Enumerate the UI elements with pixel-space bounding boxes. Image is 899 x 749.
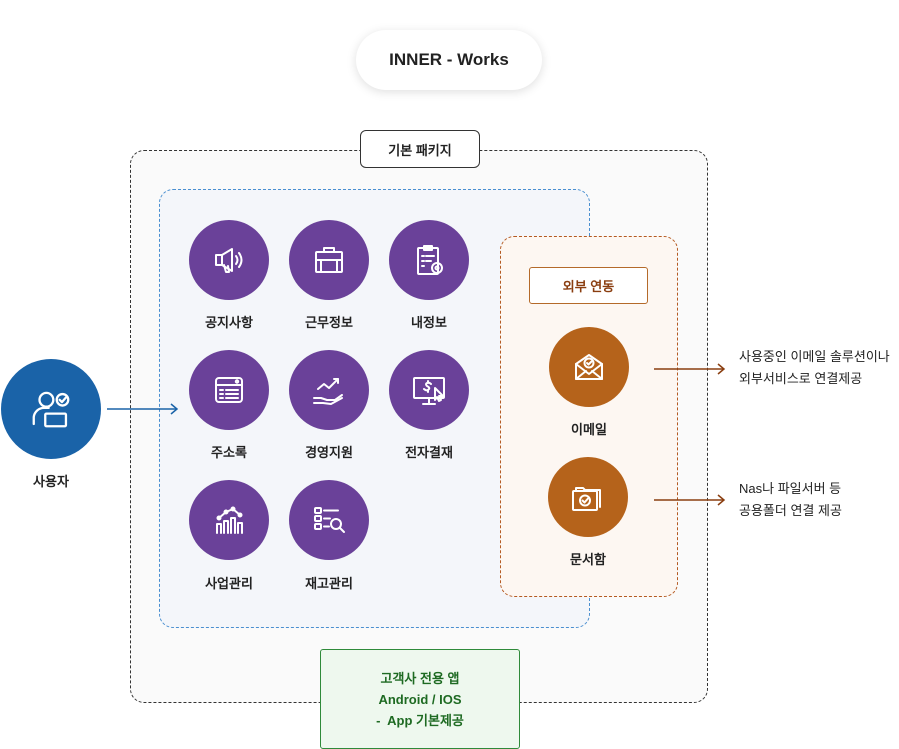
growth-hand-icon	[313, 378, 343, 405]
document-note: Nas나 파일서버 등 공용폴더 연결 제공	[739, 478, 842, 522]
user-laptop-icon	[32, 391, 70, 428]
module-label: 공지사항	[205, 315, 253, 330]
module-label: 근무정보	[305, 315, 353, 330]
module-address-book[interactable]	[189, 350, 269, 430]
module-notice[interactable]	[189, 220, 269, 300]
module-management[interactable]	[289, 350, 369, 430]
module-label: 경영지원	[305, 445, 353, 460]
payment-screen-icon	[413, 377, 445, 405]
module-work-info[interactable]	[289, 220, 369, 300]
external-document-box[interactable]	[548, 457, 628, 537]
document-connection-arrow	[654, 494, 726, 506]
external-label: 문서함	[570, 552, 606, 567]
external-integration-label: 외부 연동	[529, 267, 648, 304]
clipboard-gear-icon	[417, 245, 443, 275]
note-line: 외부서비스로 연결제공	[739, 371, 863, 386]
module-label: 재고관리	[305, 576, 353, 591]
external-label: 이메일	[571, 422, 607, 437]
user-label: 사용자	[33, 474, 69, 489]
briefcase-icon	[315, 247, 343, 273]
bar-chart-icon	[216, 506, 243, 534]
address-list-icon	[215, 377, 243, 403]
app-line: - App 기본제공	[376, 712, 464, 728]
module-label: 사업관리	[205, 576, 253, 591]
module-my-info[interactable]	[389, 220, 469, 300]
user-node	[1, 359, 101, 459]
inventory-search-icon	[314, 507, 345, 533]
customer-app-box: 고객사 전용 앱 Android / IOS - App 기본제공	[320, 649, 520, 749]
module-label: 전자결재	[405, 445, 453, 460]
diagram-title: INNER - Works	[356, 30, 542, 90]
module-inventory[interactable]	[289, 480, 369, 560]
module-e-approval[interactable]	[389, 350, 469, 430]
app-line: Android / IOS	[378, 691, 462, 707]
folder-check-icon	[572, 487, 601, 511]
app-line: 고객사 전용 앱	[380, 670, 460, 686]
module-label: 내정보	[411, 315, 447, 330]
note-line: 사용중인 이메일 솔루션이나	[739, 349, 890, 364]
email-connection-arrow	[654, 363, 726, 375]
mail-check-icon	[575, 354, 603, 380]
note-line: Nas나 파일서버 등	[739, 481, 842, 496]
module-label: 주소록	[211, 445, 247, 460]
module-project-management[interactable]	[189, 480, 269, 560]
user-to-modules-arrow	[107, 403, 179, 415]
note-line: 공용폴더 연결 제공	[739, 503, 842, 518]
basic-package-label: 기본 패키지	[360, 130, 480, 168]
external-email[interactable]	[549, 327, 629, 407]
email-note: 사용중인 이메일 솔루션이나 외부서비스로 연결제공	[739, 346, 890, 390]
megaphone-icon	[215, 248, 243, 273]
